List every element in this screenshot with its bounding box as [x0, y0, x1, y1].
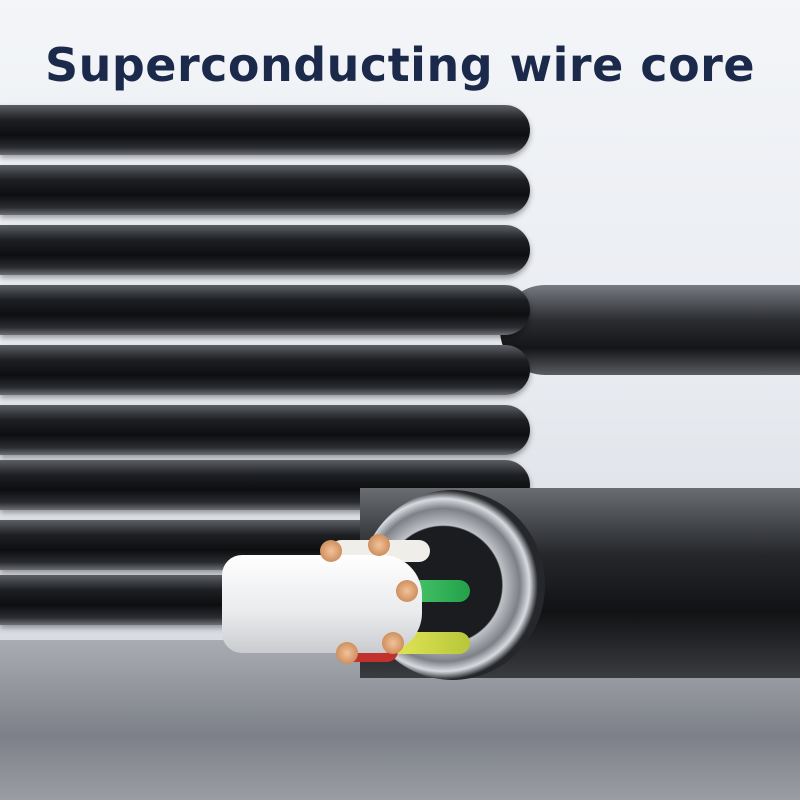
- page-title: Superconducting wire core: [44, 38, 756, 92]
- copper-strand: [320, 540, 342, 562]
- copper-strand: [396, 580, 418, 602]
- cable-coil: [0, 165, 530, 215]
- cable-coil: [0, 405, 530, 455]
- cable-coil: [0, 285, 530, 335]
- copper-strand: [382, 632, 404, 654]
- copper-strand: [336, 642, 358, 664]
- cable-coil: [0, 105, 530, 155]
- cable-loop: [500, 285, 800, 375]
- cable-coil: [0, 225, 530, 275]
- cable-coil: [0, 345, 530, 395]
- copper-strand: [368, 534, 390, 556]
